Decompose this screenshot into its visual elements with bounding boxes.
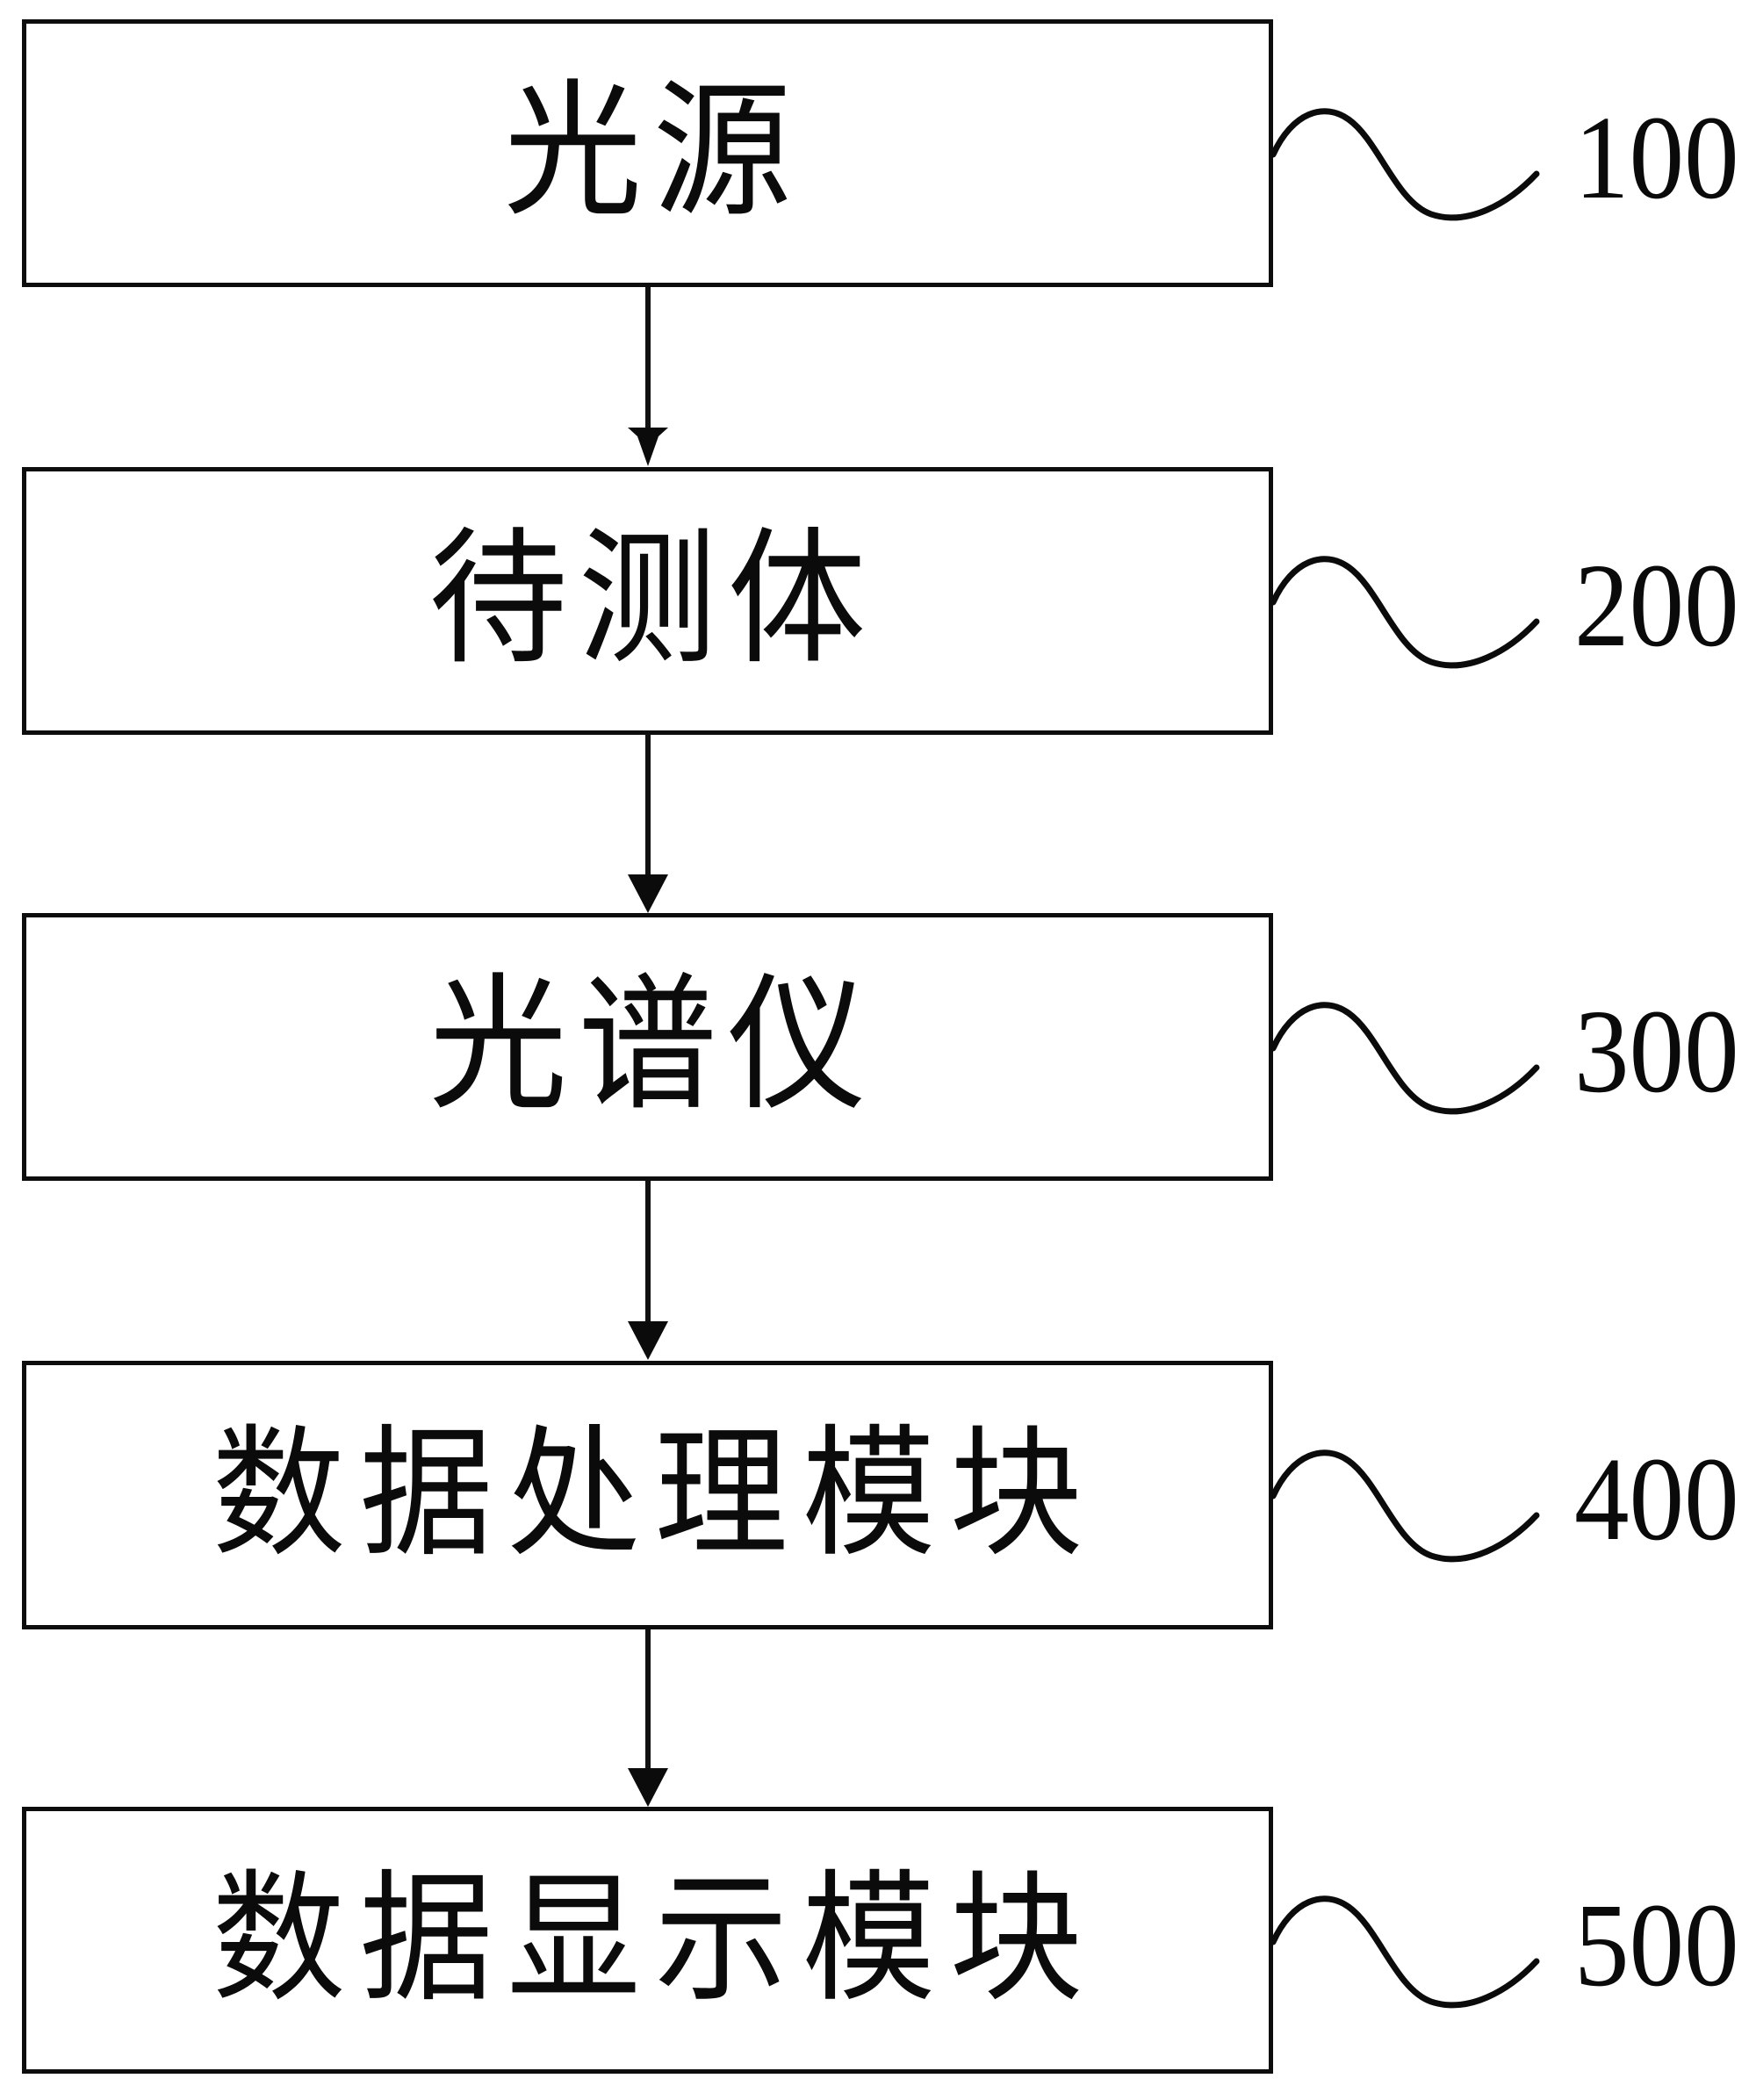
flow-node-light-source[interactable]: 光源: [22, 19, 1273, 287]
flow-node-label: 待测体: [428, 519, 877, 682]
connector-node1-node2: [628, 287, 668, 466]
flow-node-sample[interactable]: 待测体: [22, 467, 1273, 735]
leader-line-300: [1270, 1002, 1540, 1115]
flow-node-label: 光谱仪: [428, 965, 877, 1128]
leader-line-100: [1270, 108, 1540, 221]
reference-number-500: 500: [1574, 1880, 1739, 2011]
connector-node2-node3: [628, 734, 668, 913]
leader-line-400: [1270, 1449, 1540, 1563]
reference-number-100: 100: [1574, 92, 1739, 224]
flow-node-label: 数据处理模块: [212, 1416, 1098, 1574]
flow-node-spectrometer[interactable]: 光谱仪: [22, 913, 1273, 1181]
flow-node-label: 光源: [503, 71, 802, 234]
connector-node3-node4: [628, 1181, 668, 1360]
reference-number-300: 300: [1574, 986, 1739, 1118]
connector-node4-node5: [628, 1629, 668, 1807]
reference-number-200: 200: [1574, 540, 1739, 672]
flow-node-label: 数据显示模块: [212, 1861, 1098, 2019]
flow-node-data-display-module[interactable]: 数据显示模块: [22, 1807, 1273, 2074]
flow-node-data-processing-module[interactable]: 数据处理模块: [22, 1361, 1273, 1629]
reference-number-400: 400: [1574, 1434, 1739, 1565]
leader-line-200: [1270, 556, 1540, 669]
leader-line-500: [1270, 1895, 1540, 2009]
